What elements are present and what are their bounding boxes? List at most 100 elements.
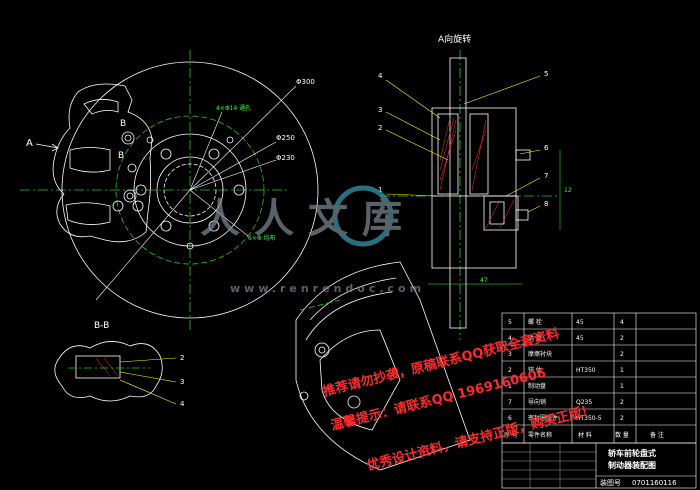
section-leader — [119, 371, 177, 383]
part-label-1: 1 — [378, 186, 382, 194]
title-block-text: 轿车前轮盘式 制动器装配图 装图号 0701160116 — [600, 448, 677, 487]
bolt-head — [515, 209, 529, 221]
bom-cell-name: 钳 体 — [528, 366, 542, 374]
guide-pin-hole — [126, 192, 134, 200]
bom-cell-name: 摩擦衬块 — [528, 350, 552, 358]
disc-outer-circle — [61, 61, 319, 319]
view-arrow-a — [35, 143, 59, 149]
bom-cell-qty: 2 — [620, 399, 624, 406]
bom-cell-name: 密封圈组件 — [528, 414, 558, 422]
partial-arc — [309, 277, 397, 321]
leader-part-2 — [385, 129, 449, 161]
inner-bore-dash — [163, 163, 217, 217]
bom-cell-qty: 1 — [620, 367, 624, 374]
watermark-logo-ring — [332, 185, 394, 247]
view-arrow-head — [51, 143, 59, 152]
leader-bolt-note — [189, 111, 223, 191]
renrendoc-watermark: 人人文库 www.renrendoc.com — [200, 185, 421, 295]
section-pin — [75, 355, 121, 379]
bom-cell-no: 7 — [508, 399, 512, 406]
title-block-frame — [501, 442, 697, 489]
leader-dia-230 — [189, 159, 277, 191]
bom-header-no: 序 号 — [504, 431, 518, 439]
bom-cell-name: 活 塞 — [528, 334, 542, 342]
partial-hole — [299, 391, 309, 401]
leader-part-6 — [519, 149, 541, 155]
small-hole — [146, 136, 154, 144]
partial-center-line — [299, 299, 341, 311]
part-label-4: 4 — [378, 72, 383, 80]
side-view-title: A向旋转 — [438, 33, 471, 45]
bolt-hole — [135, 184, 147, 196]
leader-dia-250 — [189, 141, 277, 191]
partial-view-outline — [295, 261, 471, 471]
bom-header-qty: 数 量 — [615, 431, 629, 439]
disc-section — [449, 57, 467, 329]
center-bore — [156, 156, 224, 224]
bom-cell-name: 导向销 — [528, 398, 546, 406]
dim-width-text: 47 — [480, 277, 488, 284]
bom-table — [501, 312, 697, 444]
bom-cell-qty: 2 — [620, 415, 624, 422]
leader-part-5 — [463, 75, 541, 105]
section-mark-b1: B — [120, 119, 126, 129]
bom-header-material: 材 料 — [578, 431, 592, 439]
bom-cell-material: 45 — [576, 335, 584, 342]
section-outline — [54, 341, 163, 402]
bom-cell-qty: 2 — [620, 351, 624, 358]
section-bb-view — [54, 341, 177, 405]
bom-cell-no: 1 — [508, 383, 512, 390]
hatch-pattern — [439, 117, 515, 229]
guide-pin-hole — [124, 134, 132, 142]
bom-cell-material: Q235 — [576, 399, 592, 406]
partial-hole — [347, 395, 361, 409]
part-label-5: 5 — [544, 70, 548, 78]
drawing-no: 0701160116 — [632, 479, 677, 487]
bom-cell-no: 4 — [508, 335, 512, 342]
caliper-inner-line — [69, 147, 111, 173]
caliper-partial-view — [295, 261, 471, 471]
bom-cell-name: 制动盘 — [528, 382, 546, 390]
caliper-inner-line — [65, 202, 111, 225]
leader-dia-300 — [189, 85, 297, 191]
section-mark-b2: B — [118, 151, 124, 161]
bom-header-note: 备 注 — [650, 431, 664, 439]
section-part-2: 2 — [180, 354, 184, 362]
bom-cell-qty: 1 — [620, 383, 624, 390]
leader-part-8 — [527, 205, 541, 213]
guide-pin-hole — [112, 200, 124, 212]
caliper-section — [431, 107, 517, 269]
drawing-no-label: 装图号 — [600, 478, 621, 487]
leader-part-1 — [385, 193, 439, 197]
leader-part-7 — [505, 177, 541, 197]
bom-header-name: 零件名称 — [528, 431, 552, 439]
bom-cell-no: 3 — [508, 351, 512, 358]
part-label-2: 2 — [378, 124, 382, 132]
watermark-brand: 人人文库 — [200, 196, 416, 242]
leader-part-4 — [385, 79, 441, 119]
dim-bolt-note-1: 4×Φ14 通孔 — [216, 104, 251, 112]
guide-pin-housing — [483, 195, 519, 231]
side-view — [380, 50, 561, 340]
section-part-4: 4 — [180, 400, 185, 408]
bom-cell-material: HT350-5 — [576, 415, 602, 422]
drawing-title-line1: 轿车前轮盘式 — [608, 448, 656, 458]
piston-section — [437, 113, 459, 195]
bom-cell-qty: 4 — [620, 319, 624, 326]
view-arrow-label: A — [26, 138, 33, 149]
partial-hole — [318, 346, 326, 354]
pitch-circle — [115, 115, 265, 265]
bom-cell-no: 5 — [508, 319, 512, 326]
bom-cell-qty: 2 — [620, 335, 624, 342]
bom-cell-no: 2 — [508, 367, 512, 374]
dim-dia-230: Φ230 — [276, 154, 295, 162]
bolt-hole — [233, 184, 245, 196]
front-view-labels: A B B Φ300 Φ250 Φ230 4×Φ14 通孔 6×Φ 均布 — [26, 78, 315, 242]
leader-line — [95, 189, 191, 301]
hub-circle — [133, 133, 247, 247]
part-label-7: 7 — [544, 172, 548, 180]
bom-cell-name: 螺 栓 — [528, 318, 542, 326]
guide-pin-hole — [121, 131, 135, 145]
watermark-line-1: 推荐请勿抄袭，原稿联系QQ获取全套资料 — [321, 326, 561, 400]
